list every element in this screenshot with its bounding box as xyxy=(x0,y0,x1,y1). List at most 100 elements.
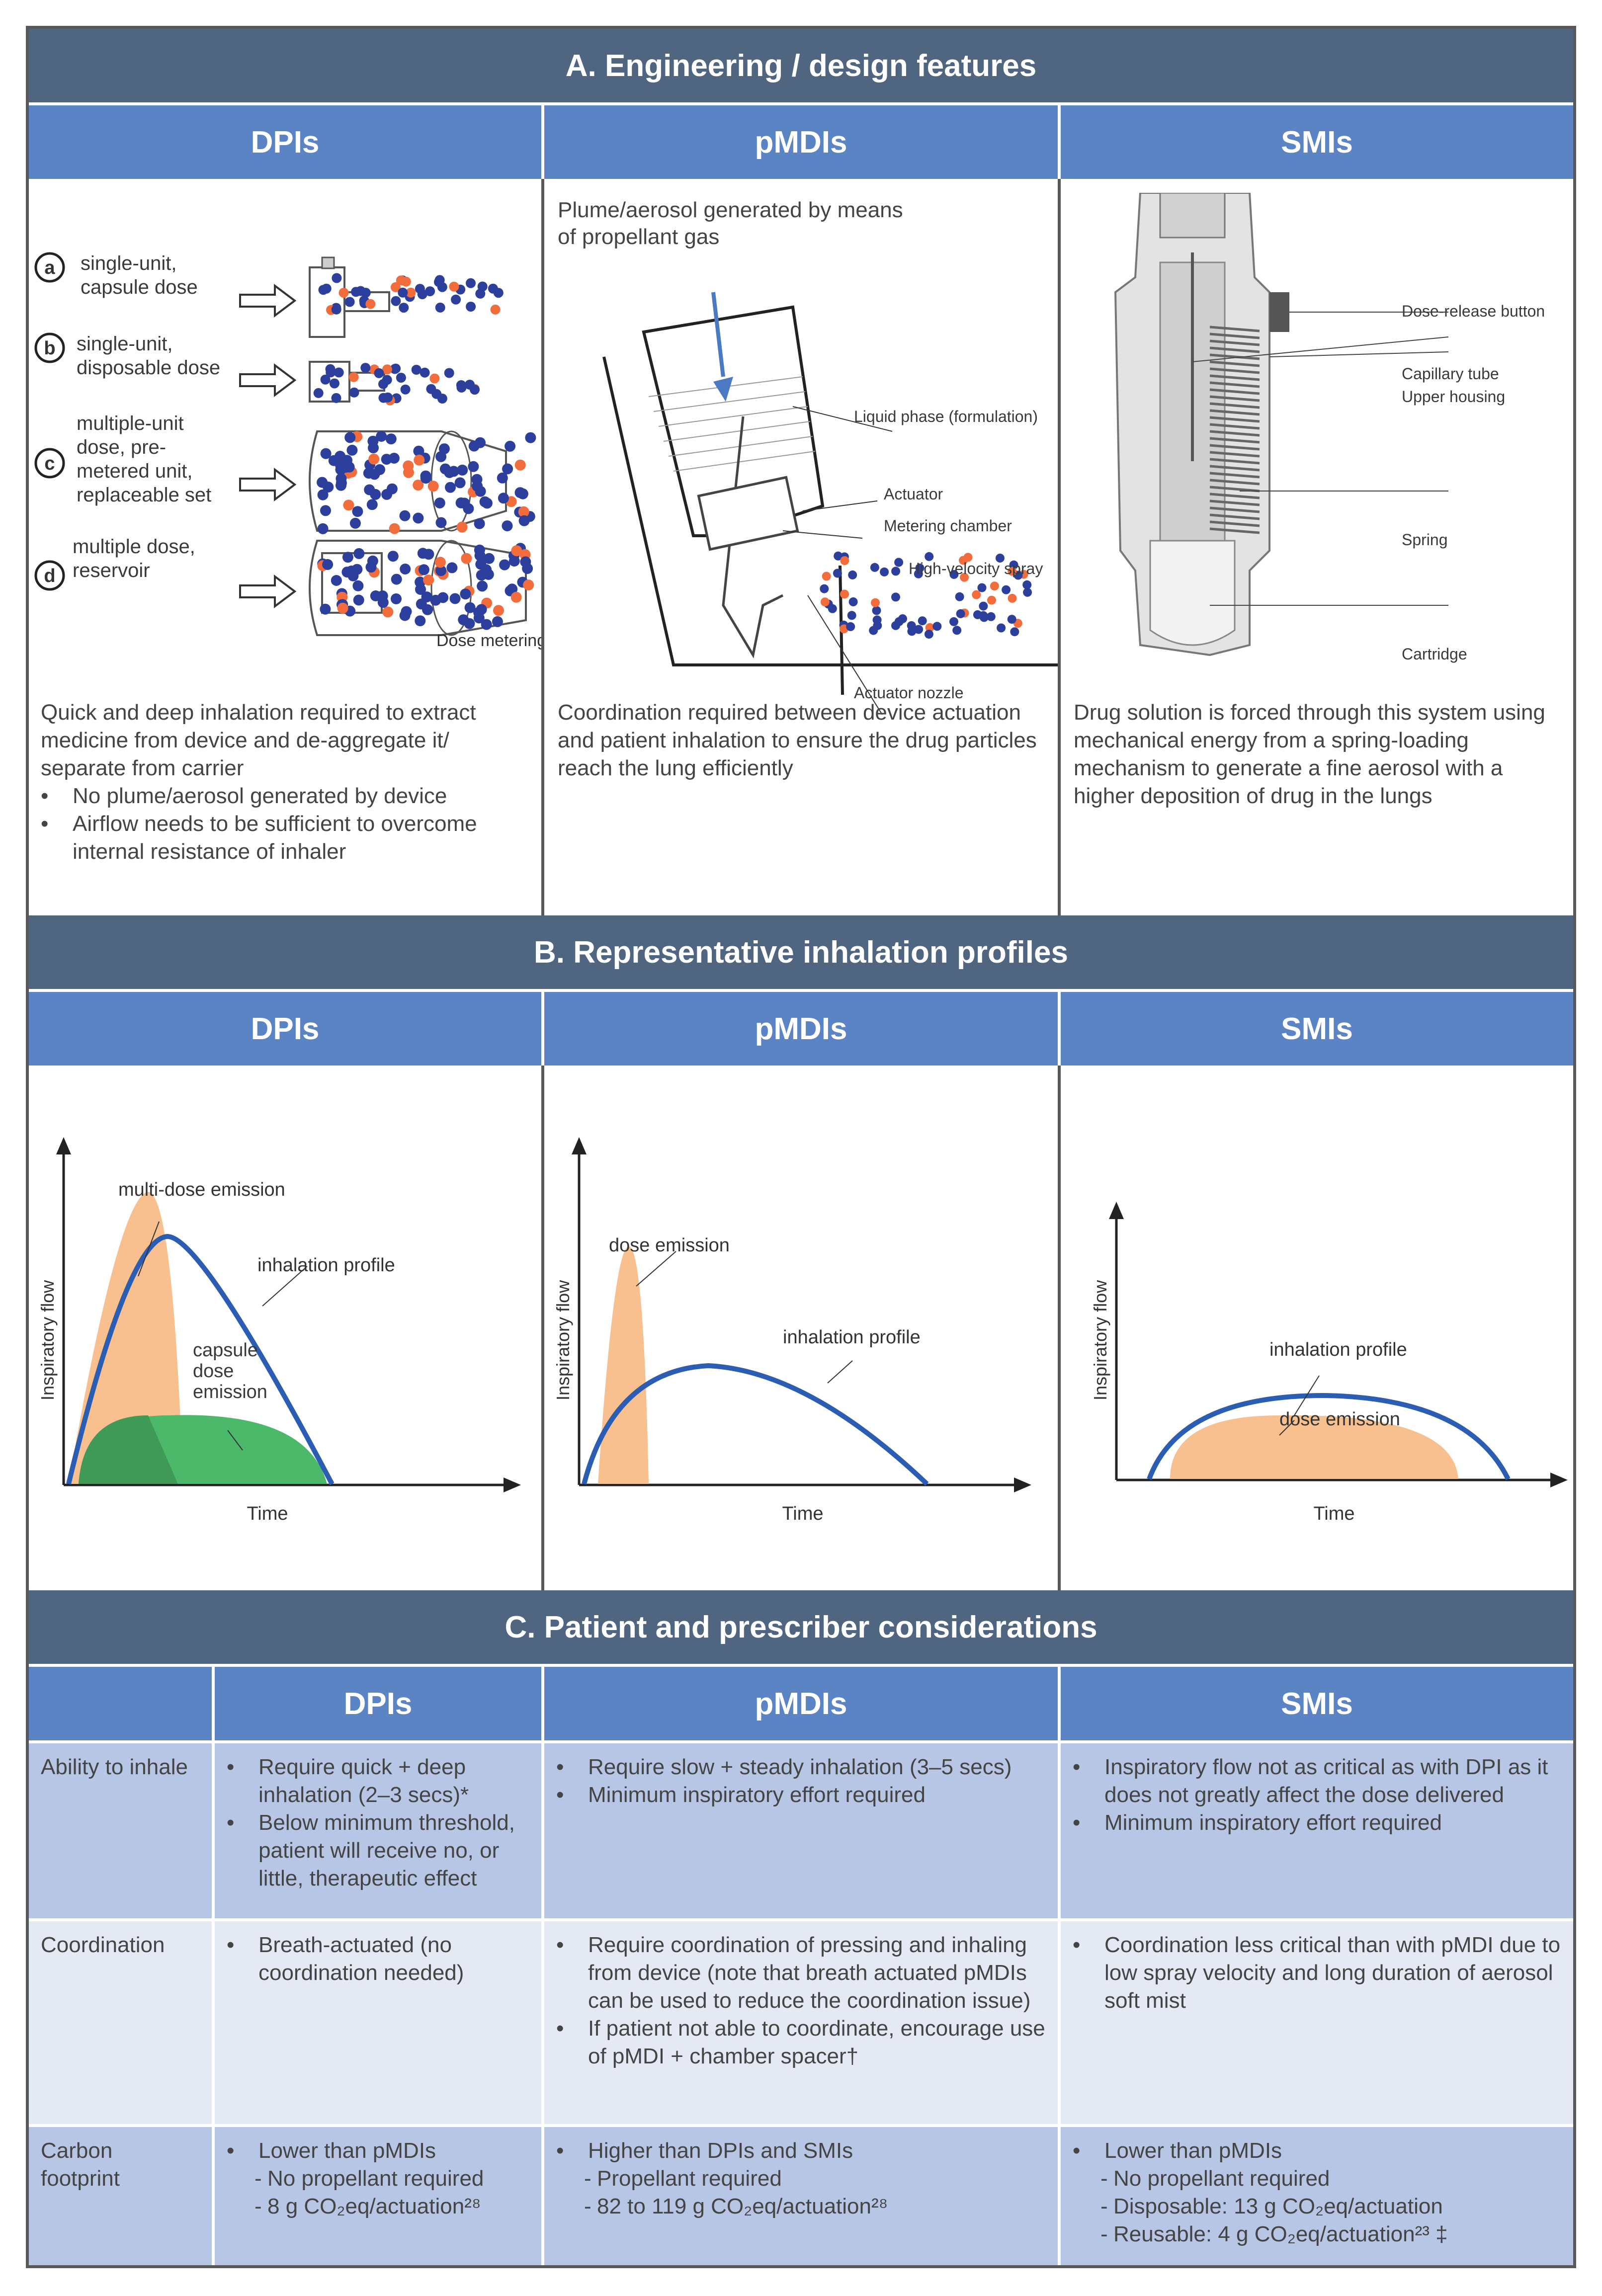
row3-label: Carbon footprint xyxy=(41,2138,120,2191)
particle xyxy=(368,442,379,454)
particle xyxy=(979,601,988,611)
particle xyxy=(431,389,442,399)
row3-pmdi: Higher than DPIs and SMIs Propellant req… xyxy=(544,2127,1058,2220)
particle xyxy=(381,489,393,500)
particle xyxy=(352,580,364,591)
section-b-col-smi: SMIs xyxy=(1061,992,1573,1066)
smi-label-capillary: Capillary tube xyxy=(1402,365,1499,383)
particle xyxy=(977,583,987,592)
smi-dose-label: dose emission xyxy=(1279,1409,1400,1430)
particle xyxy=(518,515,530,526)
section-b-divider-1 xyxy=(541,1066,544,1590)
row3-smi-sub-3: Reusable: 4 g CO₂eq/actuation²³ ‡ xyxy=(1073,2220,1561,2248)
particle xyxy=(456,382,467,393)
particle xyxy=(840,556,849,566)
smi-cartridge xyxy=(1149,540,1236,646)
particle xyxy=(820,597,830,607)
particle xyxy=(915,563,925,573)
particle xyxy=(435,565,447,576)
particle xyxy=(390,282,401,292)
particle xyxy=(473,612,485,624)
particle xyxy=(956,609,965,618)
dpi-item-a-text: single-unit, capsule dose xyxy=(81,252,198,298)
particle xyxy=(415,584,426,595)
particle xyxy=(368,453,380,465)
smi-label-cartridge: Cartridge xyxy=(1402,645,1467,663)
particle xyxy=(468,461,479,472)
particle xyxy=(389,523,400,534)
spring-coil xyxy=(1209,346,1260,353)
particle xyxy=(400,564,411,574)
section-b-col-dpi: DPIs xyxy=(29,992,541,1066)
particle xyxy=(346,444,358,456)
particle xyxy=(317,523,329,534)
spring-coil xyxy=(1209,367,1260,374)
particle xyxy=(848,597,858,606)
particle xyxy=(1007,615,1016,624)
particle xyxy=(949,617,958,626)
particle xyxy=(345,566,357,576)
particle xyxy=(914,625,924,634)
section-a-divider-2 xyxy=(1058,179,1061,915)
smi-label-housing: Upper housing xyxy=(1402,388,1506,406)
spring-coil xyxy=(1209,409,1260,416)
particle xyxy=(461,553,472,564)
particle xyxy=(925,623,934,632)
particle xyxy=(990,581,999,591)
particle xyxy=(498,492,509,504)
particle xyxy=(492,616,503,627)
dpi-xlabel: Time xyxy=(247,1503,288,1524)
particle xyxy=(334,367,344,378)
particle xyxy=(873,621,882,630)
particle xyxy=(822,572,831,581)
section-c-col-dpi: DPIs xyxy=(215,1667,541,1740)
particle xyxy=(871,598,880,607)
row3-dpi-sub-2: 8 g CO₂eq/actuation²⁸ xyxy=(227,2193,529,2220)
particle xyxy=(427,481,439,492)
dpi-item-a: a xyxy=(34,252,390,338)
dpi-item-a-letter: a xyxy=(44,257,55,278)
dpi-bullets: No plume/aerosol generated by device Air… xyxy=(41,782,533,866)
spring-coil xyxy=(1209,374,1260,381)
spring-coil xyxy=(1209,423,1260,430)
particle xyxy=(510,591,522,603)
particle xyxy=(317,489,329,500)
particle xyxy=(894,617,904,626)
dpi-profile-label: inhalation profile xyxy=(257,1255,395,1276)
particle xyxy=(365,299,376,309)
particle xyxy=(349,517,361,529)
dpi-bullet-2: Airflow needs to be sufficient to overco… xyxy=(41,810,533,866)
section-a-divider-1 xyxy=(541,179,544,915)
smi-dose-emission xyxy=(1170,1415,1458,1479)
row1-dpi: Require quick + deep inhalation (2–3 sec… xyxy=(215,1743,541,1892)
particle xyxy=(1022,580,1032,589)
particle xyxy=(406,287,416,298)
particle xyxy=(364,484,375,495)
particle xyxy=(449,281,459,292)
dpi-ylabel: Inspiratory flow xyxy=(37,1280,58,1400)
particle xyxy=(475,486,486,497)
particle xyxy=(490,304,501,315)
dpi-item-d-badge xyxy=(34,560,65,591)
particle xyxy=(353,594,364,606)
row2-dpi-bullet-1: Breath-actuated (no coordination needed) xyxy=(227,1931,529,1987)
pmdi-ylabel: Inspiratory flow xyxy=(553,1280,573,1400)
particle xyxy=(520,556,531,568)
particle xyxy=(329,378,339,389)
particle xyxy=(434,497,445,509)
dpi-item-a-badge xyxy=(34,252,65,283)
particle xyxy=(411,365,422,375)
particle xyxy=(454,477,466,489)
particle xyxy=(326,367,336,378)
particle xyxy=(399,303,409,313)
particle xyxy=(418,564,429,575)
particle xyxy=(401,276,411,287)
particle xyxy=(952,626,962,635)
particle xyxy=(376,431,387,442)
particle xyxy=(833,569,842,578)
particle xyxy=(348,372,359,382)
particle xyxy=(475,437,486,448)
dpi-particles xyxy=(313,273,536,630)
spring-coil xyxy=(1209,492,1260,499)
particle xyxy=(476,604,487,615)
